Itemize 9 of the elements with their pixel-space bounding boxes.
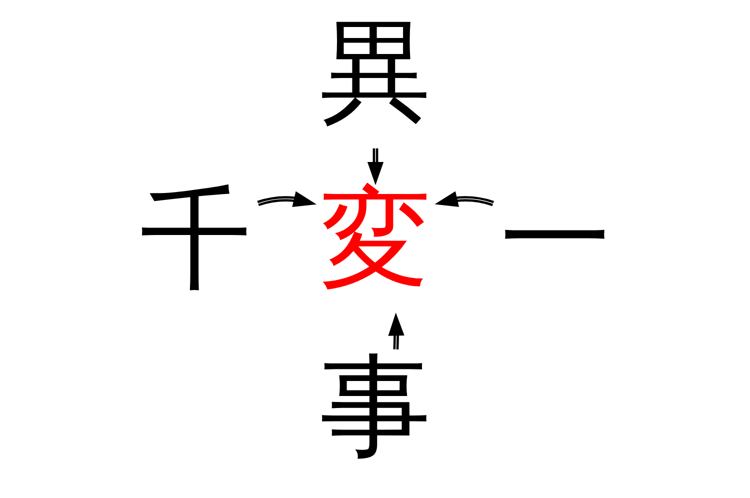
node-text: 千 [139, 174, 250, 304]
arrow [256, 191, 316, 208]
node-text: 事 [320, 342, 430, 472]
arrow [366, 148, 384, 186]
node-text: 一 [500, 174, 611, 304]
arrow [434, 191, 494, 207]
node-text: 変 [320, 174, 430, 304]
arrow [388, 312, 404, 350]
node-text: 異 [320, 7, 430, 136]
